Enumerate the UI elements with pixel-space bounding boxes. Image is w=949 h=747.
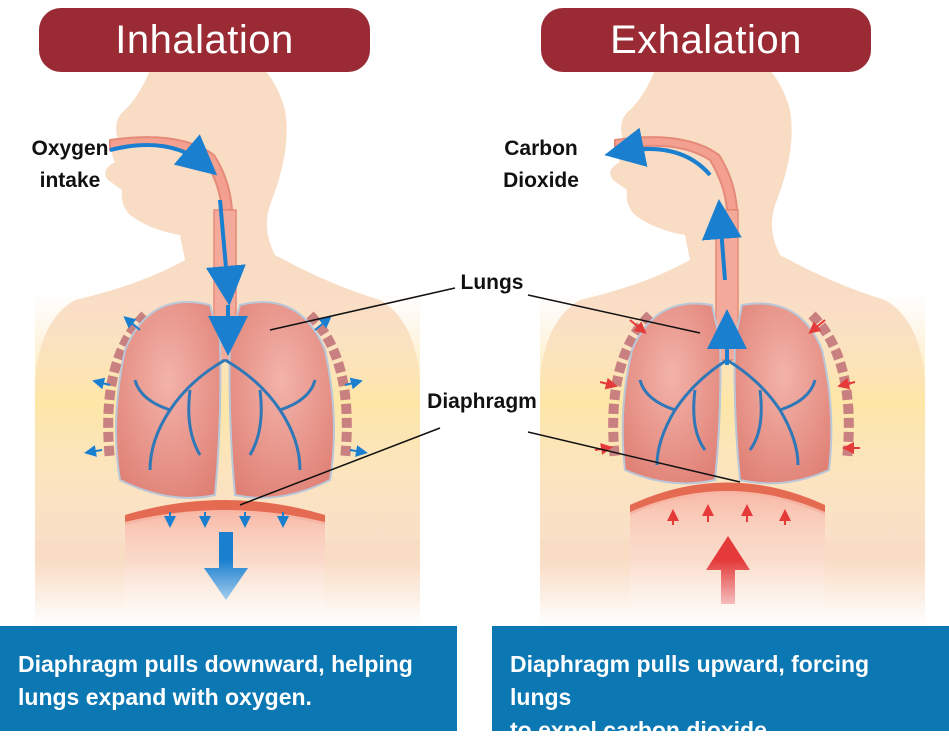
respiration-diagram <box>0 0 949 731</box>
carbon-dioxide-label: Carbon Dioxide <box>496 133 586 197</box>
diaphragm-label: Diaphragm <box>412 386 552 418</box>
inhalation-caption: Diaphragm pulls downward, helping lungs … <box>0 626 457 731</box>
exhalation-figure <box>528 44 925 626</box>
caption-line: lungs expand with oxygen. <box>18 681 439 714</box>
oxygen-intake-label: Oxygen intake <box>30 133 110 197</box>
exhalation-caption: Diaphragm pulls upward, forcing lungs to… <box>492 626 949 731</box>
lungs-label: Lungs <box>452 267 532 299</box>
inhalation-figure <box>35 44 455 626</box>
inhalation-title: Inhalation <box>39 8 370 72</box>
caption-line: Diaphragm pulls upward, forcing lungs <box>510 648 931 714</box>
exhalation-title: Exhalation <box>541 8 871 72</box>
bottom-fade <box>0 560 949 626</box>
caption-line: Diaphragm pulls downward, helping <box>18 648 439 681</box>
